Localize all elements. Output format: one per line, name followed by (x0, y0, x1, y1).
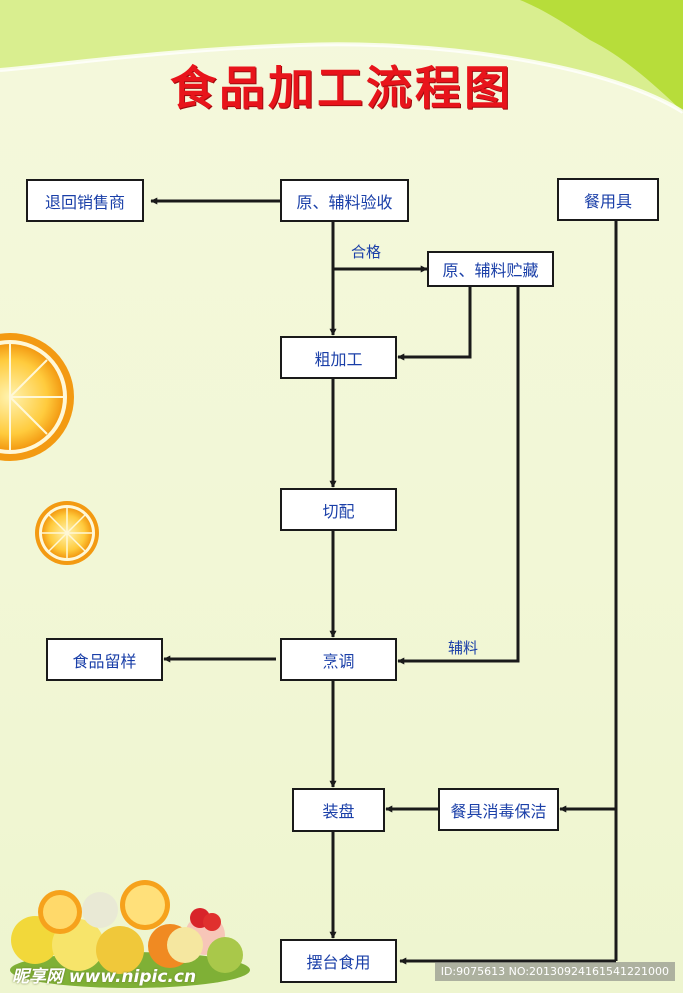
node-plate: 装盘 (292, 788, 385, 832)
edge-label-qualified: 合格 (351, 243, 382, 261)
node-utensils: 餐用具 (557, 178, 659, 221)
node-return: 退回销售商 (26, 179, 144, 222)
fruit-pile-icon (10, 880, 250, 988)
node-inspect: 原、辅料验收 (280, 179, 409, 222)
connectors (150, 197, 618, 965)
node-cut: 切配 (280, 488, 397, 531)
node-rough: 粗加工 (280, 336, 397, 379)
edge-label-auxiliary: 辅料 (448, 639, 479, 657)
orange-slice-large-icon (0, 333, 74, 461)
edge-storage-cook (397, 287, 520, 665)
edge-storage-rough (397, 287, 472, 361)
node-serve: 摆台食用 (280, 939, 397, 983)
node-disinfect: 餐具消毒保洁 (438, 788, 559, 831)
node-cook: 烹调 (280, 638, 397, 681)
watermark-left: 昵享网 www.nipic.cn (12, 967, 197, 987)
orange-slice-small-icon (35, 501, 99, 565)
page-title: 食品加工流程图 (170, 61, 513, 115)
top-swoosh-edge-decoration (520, 0, 683, 112)
watermark-id: ID:9075613 NO:20130924161541221000 (434, 962, 675, 981)
node-sample: 食品留样 (46, 638, 163, 681)
node-storage: 原、辅料贮藏 (427, 251, 554, 287)
top-swoosh-decoration (0, 0, 683, 112)
